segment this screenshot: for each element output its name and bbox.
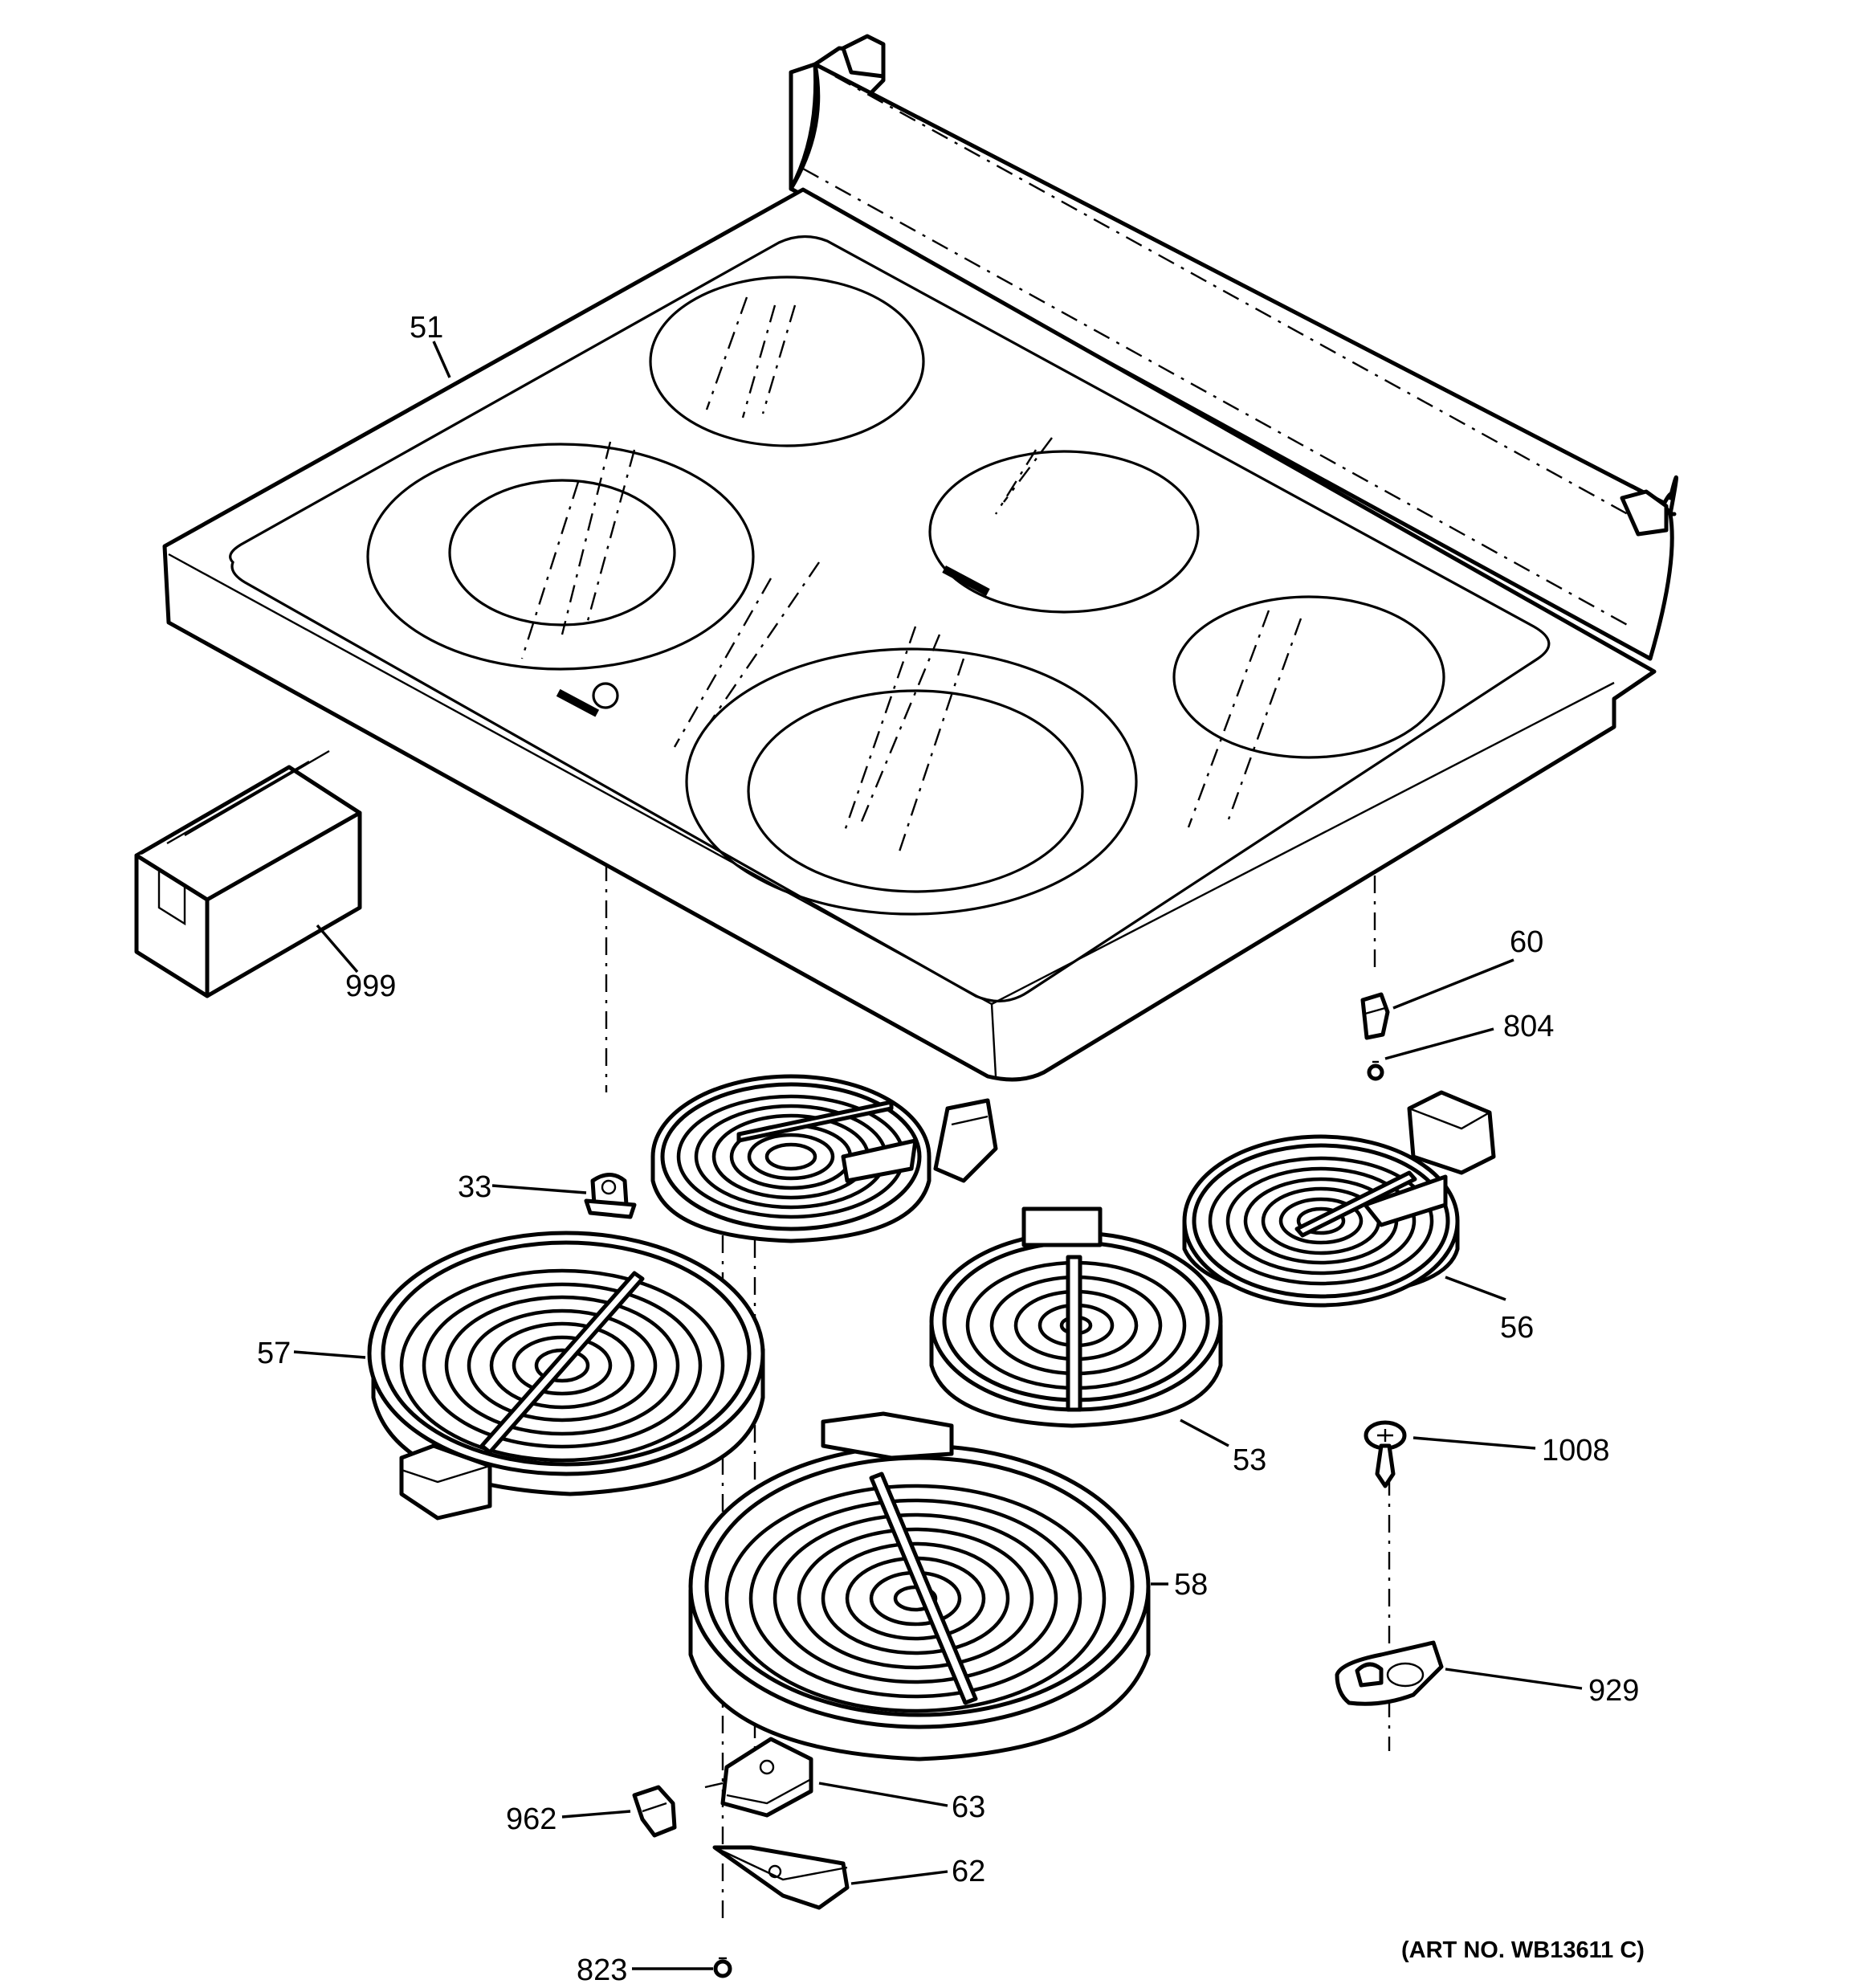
- callout-929: 929: [1588, 1674, 1639, 1708]
- art-number: (ART NO. WB13611 C): [1401, 1937, 1645, 1963]
- parts-box: [134, 749, 362, 998]
- callout-804: 804: [1503, 1010, 1554, 1043]
- callout-51: 51: [410, 311, 443, 345]
- clip-60: [1360, 992, 1390, 1040]
- bracket-62: [712, 1845, 850, 1910]
- bracket-929: [1335, 1640, 1444, 1706]
- screw-804: [1367, 1060, 1384, 1081]
- screw-1008: [1364, 1420, 1407, 1488]
- radiant-element-53: [929, 1206, 1223, 1428]
- radiant-element-small-top: [650, 1074, 998, 1243]
- radiant-element-58: [688, 1411, 1151, 1761]
- callout-60: 60: [1510, 925, 1543, 959]
- bracket-63: [704, 1737, 813, 1818]
- callout-62: 62: [952, 1855, 985, 1888]
- screw-823: [713, 1957, 732, 1978]
- limiter-33: [584, 1173, 637, 1219]
- radiant-element-57: [367, 1231, 765, 1521]
- callout-962: 962: [506, 1802, 556, 1836]
- callout-999: 999: [345, 970, 396, 1003]
- callout-33: 33: [458, 1170, 491, 1204]
- callout-823: 823: [577, 1953, 627, 1987]
- callout-56: 56: [1500, 1311, 1534, 1345]
- callout-58: 58: [1174, 1568, 1208, 1602]
- radiant-element-56: [1182, 1090, 1496, 1308]
- cooktop-glass-top: [162, 34, 1678, 1082]
- callout-1008: 1008: [1542, 1434, 1610, 1468]
- callout-57: 57: [257, 1337, 291, 1370]
- leader-lines: [293, 341, 1583, 1970]
- clip-962: [632, 1785, 677, 1838]
- callout-63: 63: [952, 1790, 985, 1824]
- callout-53: 53: [1233, 1443, 1266, 1477]
